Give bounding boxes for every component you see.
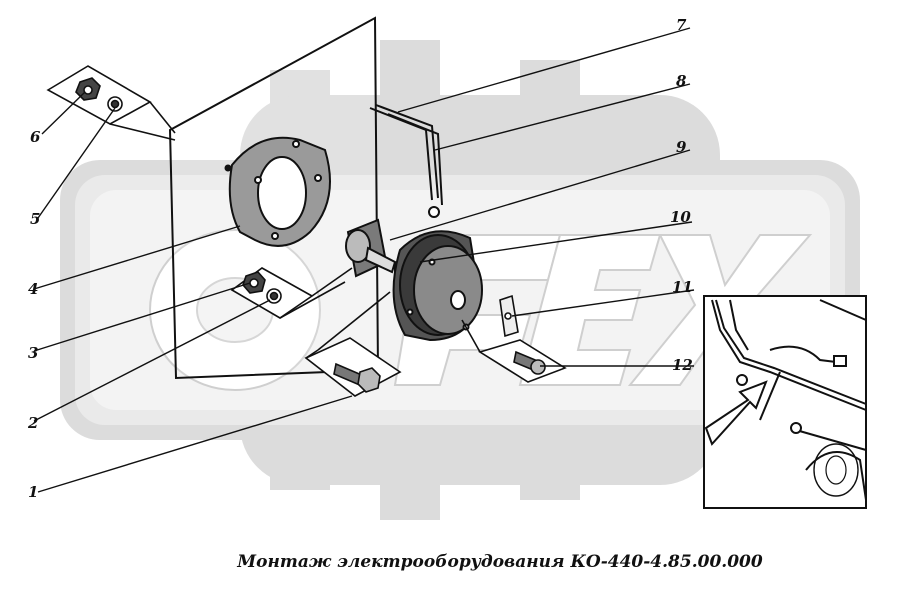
callout-11: 11: [672, 278, 693, 296]
bolt-detail: [304, 291, 402, 397]
screw-detail: [461, 319, 567, 383]
nut-washer-detail-lower: [230, 267, 353, 319]
sensor-housing: [392, 230, 483, 342]
wire-harness: [369, 104, 443, 218]
callout-4: 4: [28, 280, 38, 298]
callout-labels: 1 2 3 4 5 6 7 8 9 10 11 12: [27, 16, 693, 501]
mounting-plate-stud: [345, 218, 397, 278]
callout-9: 9: [676, 138, 687, 156]
callout-3: 3: [28, 344, 38, 362]
callout-2: 2: [27, 414, 38, 432]
callout-12: 12: [672, 356, 693, 374]
callout-1: 1: [28, 483, 38, 501]
callout-10: 10: [670, 208, 691, 226]
terminal-bracket: [499, 294, 519, 338]
location-inset: [703, 295, 867, 509]
diagram-caption: Монтаж электрооборудования КО-440-4.85.0…: [237, 552, 763, 572]
callout-6: 6: [30, 128, 41, 146]
flange-ring: [228, 136, 331, 247]
callout-7: 7: [676, 16, 687, 34]
callout-5: 5: [30, 210, 40, 228]
leader-lines: [33, 27, 695, 493]
nut-washer-detail: [46, 65, 176, 141]
location-arrow-icon: [704, 380, 768, 446]
callout-8: 8: [676, 72, 687, 90]
